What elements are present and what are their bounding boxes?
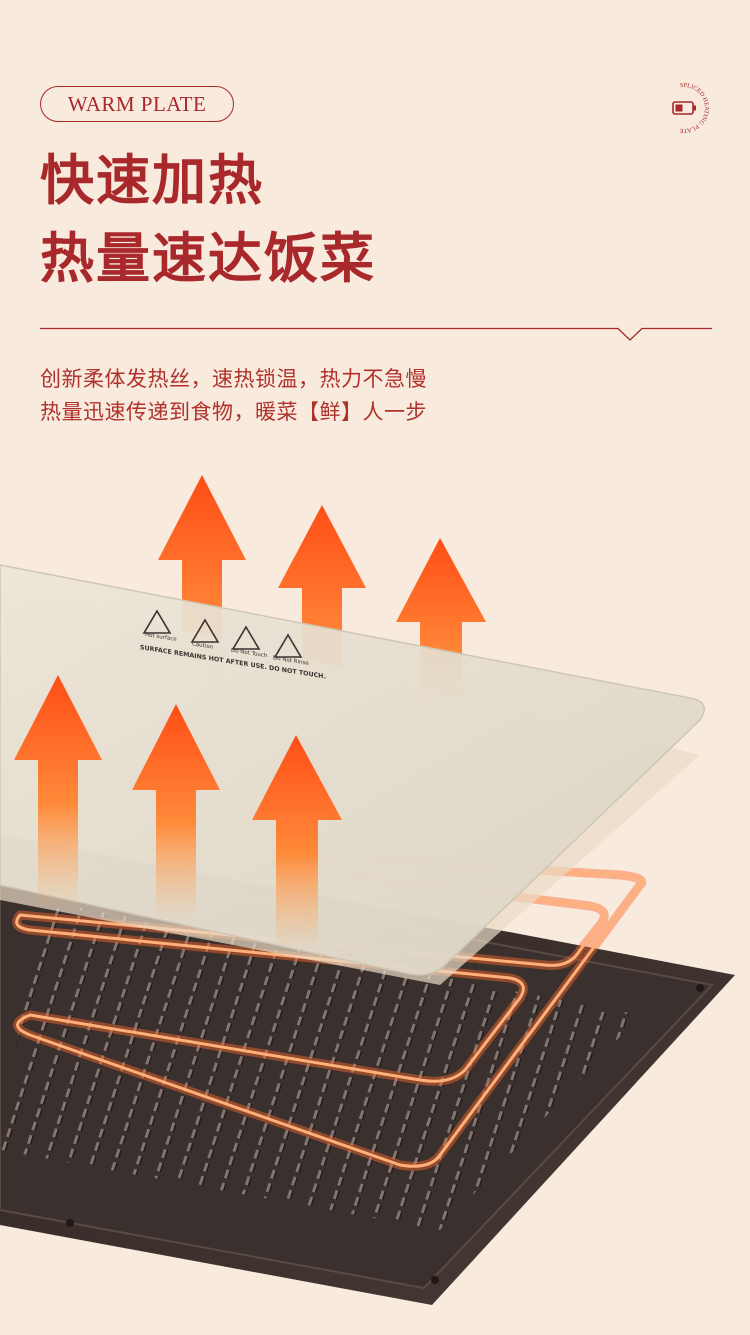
warning-label: Caution: [192, 641, 214, 650]
hot-surface-icon: [142, 609, 172, 634]
do-not-rinse-icon: [273, 633, 303, 658]
heat-arrows-front: [14, 675, 342, 950]
description-line-1: 创新柔体发热丝，速热锁温，热力不急慢: [40, 367, 427, 391]
warning-label: Hot surface: [145, 632, 177, 643]
battery-icon: [672, 101, 696, 115]
headline-line-1: 快速加热: [40, 149, 264, 212]
heat-arrow: [396, 538, 486, 760]
warm-plate-label: WARM PLATE: [67, 91, 207, 116]
heating-plate-illustration: Hot surface Caution Do Not Touch Do Not …: [0, 475, 735, 1305]
description-line-2: 热量迅速传递到食物，暖菜【鲜】人一步: [40, 400, 427, 424]
warning-label: Do Not Rinse: [273, 655, 309, 667]
warning-icons: [142, 609, 303, 658]
divider-line: [40, 327, 712, 341]
do-not-touch-icon: [231, 625, 261, 650]
heat-arrow: [132, 704, 220, 920]
headline-line-2: 热量速达饭菜: [40, 227, 376, 290]
warning-label: Do Not Touch: [231, 648, 268, 660]
spliced-heating-plate-badge: SPLICED HEATING PLATE: [672, 82, 710, 134]
heat-arrow: [252, 735, 342, 950]
heat-arrow: [14, 675, 102, 910]
caution-icon: [190, 618, 220, 643]
warm-plate-badge: WARM PLATE: [40, 86, 234, 122]
